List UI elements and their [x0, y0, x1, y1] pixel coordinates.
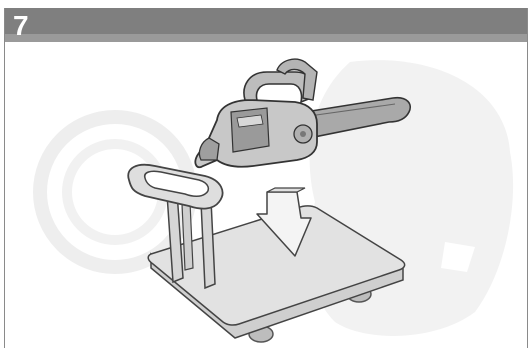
- step-header: 7: [5, 8, 527, 42]
- step-illustration: [5, 42, 527, 348]
- step-number: 7: [13, 12, 29, 40]
- instruction-panel: 7: [4, 8, 528, 348]
